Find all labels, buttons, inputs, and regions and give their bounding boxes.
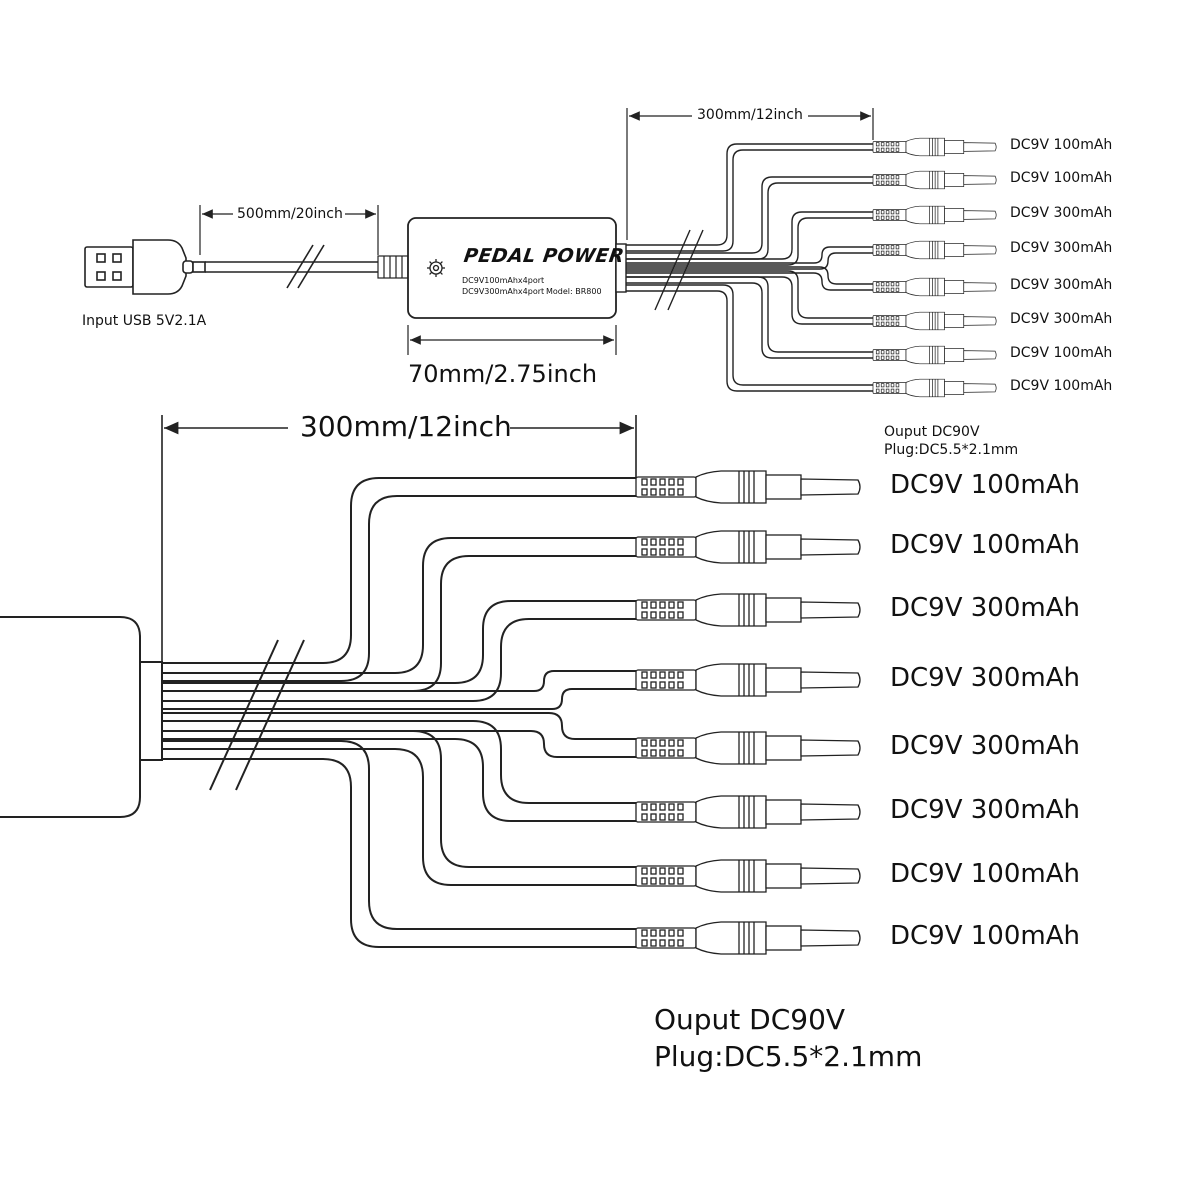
- cable-wire: [626, 276, 873, 325]
- cable-wire: [626, 284, 873, 386]
- dc-plug-icon: [872, 277, 997, 297]
- power-box-detail: [0, 616, 163, 818]
- dc-plug-icon: [872, 137, 997, 157]
- cable-wire: [626, 246, 873, 264]
- brand-logo: PEDAL POWER: [462, 245, 626, 267]
- dc-plug-icon: [635, 663, 861, 697]
- cable-wire: [626, 149, 873, 252]
- output-label-small: DC9V 300mAh: [1010, 277, 1113, 293]
- dc-plug-icon: [872, 311, 997, 331]
- output-label: DC9V 300mAh: [890, 795, 1080, 825]
- cable-wire: [626, 217, 873, 266]
- dc-plug-icon: [635, 731, 861, 765]
- cable-wire: [162, 600, 636, 684]
- dc-plug-icon: [872, 205, 997, 225]
- output-strain-relief: [615, 243, 627, 293]
- cable-wire: [162, 477, 636, 664]
- dc-plug-icon: [872, 170, 997, 190]
- output-spec-small-line1: Ouput DC90V: [884, 424, 980, 440]
- spec-line-1: DC9V100mAhx4port: [462, 276, 545, 285]
- cable-wire: [162, 537, 636, 674]
- cable-wire: [162, 740, 636, 930]
- dc-plug-icon: [635, 859, 861, 893]
- cable-break-marks: [209, 639, 305, 791]
- output-label-small: DC9V 300mAh: [1010, 205, 1113, 221]
- usb-cable-length: 500mm/20inch: [237, 206, 343, 222]
- usb-cable: [205, 244, 378, 289]
- cable-wire: [162, 730, 636, 868]
- cable-break-mark: [654, 229, 691, 311]
- output-cable-length-zoom: 300mm/12inch: [300, 410, 512, 443]
- dim-usb-cable: [199, 205, 379, 255]
- dim-box-width: [407, 325, 617, 355]
- gear-icon: [427, 259, 445, 277]
- dc-plug-icon: [635, 795, 861, 829]
- small-plugs: [872, 137, 997, 398]
- cable-wire: [162, 738, 636, 822]
- dc-plug-icon: [872, 240, 997, 260]
- usb-plug-icon: [84, 239, 206, 295]
- cable-wire: [162, 555, 636, 692]
- output-cable-length: 300mm/12inch: [697, 107, 803, 123]
- cable-wire: [626, 266, 873, 285]
- cable-wire: [626, 290, 873, 392]
- spec-line-2: DC9V300mAhx4port: [462, 287, 545, 296]
- cable-wire: [626, 272, 873, 291]
- large-cables: [162, 477, 636, 948]
- cable-wire: [162, 618, 636, 702]
- output-label-small: DC9V 100mAh: [1010, 378, 1113, 394]
- cable-wire: [162, 730, 636, 758]
- cable-wire: [626, 252, 873, 270]
- output-label-small: DC9V 100mAh: [1010, 170, 1113, 186]
- cable-wire: [162, 758, 636, 948]
- output-label: DC9V 300mAh: [890, 593, 1080, 623]
- output-label-small: DC9V 100mAh: [1010, 345, 1113, 361]
- model-label: Model: BR800: [546, 287, 602, 296]
- cable-wire: [626, 176, 873, 254]
- large-plugs: [635, 470, 861, 955]
- output-label: DC9V 300mAh: [890, 731, 1080, 761]
- output-label: DC9V 100mAh: [890, 921, 1080, 951]
- output-label-small: DC9V 300mAh: [1010, 240, 1113, 256]
- cable-wire: [626, 211, 873, 260]
- box-width-label: 70mm/2.75inch: [408, 360, 598, 388]
- output-spec-large-line1: Ouput DC90V: [654, 1003, 846, 1036]
- cable-break-mark: [667, 229, 704, 311]
- cable-wire: [162, 712, 636, 740]
- cable-wire: [162, 748, 636, 886]
- output-label: DC9V 100mAh: [890, 530, 1080, 560]
- cable-wire: [162, 495, 636, 682]
- dc-plug-icon: [635, 470, 861, 504]
- dc-plug-icon: [872, 378, 997, 398]
- dc-plug-icon: [872, 345, 997, 365]
- output-spec-large-line2: Plug:DC5.5*2.1mm: [654, 1040, 923, 1073]
- input-label: Input USB 5V2.1A: [82, 313, 207, 329]
- output-label-small: DC9V 100mAh: [1010, 137, 1113, 153]
- cable-wire: [626, 270, 873, 319]
- cable-wire: [626, 282, 873, 359]
- dc-plug-icon: [635, 921, 861, 955]
- output-label: DC9V 300mAh: [890, 663, 1080, 693]
- dc-plug-icon: [635, 593, 861, 627]
- output-spec-small-line2: Plug:DC5.5*2.1mm: [884, 442, 1019, 458]
- dc-plug-icon: [635, 530, 861, 564]
- output-label: DC9V 100mAh: [890, 470, 1080, 500]
- dim-output-cable: [626, 108, 874, 240]
- small-cables: [626, 143, 873, 392]
- usb-strain-relief: [377, 255, 409, 279]
- cable-wire: [626, 276, 873, 353]
- cable-wire: [162, 720, 636, 804]
- output-label-small: DC9V 300mAh: [1010, 311, 1113, 327]
- cable-wire: [162, 688, 636, 710]
- cable-wire: [626, 143, 873, 246]
- dim-output-cable-zoom: [161, 415, 637, 662]
- output-label: DC9V 100mAh: [890, 859, 1080, 889]
- cable-wire: [162, 670, 636, 692]
- power-box: [407, 217, 617, 319]
